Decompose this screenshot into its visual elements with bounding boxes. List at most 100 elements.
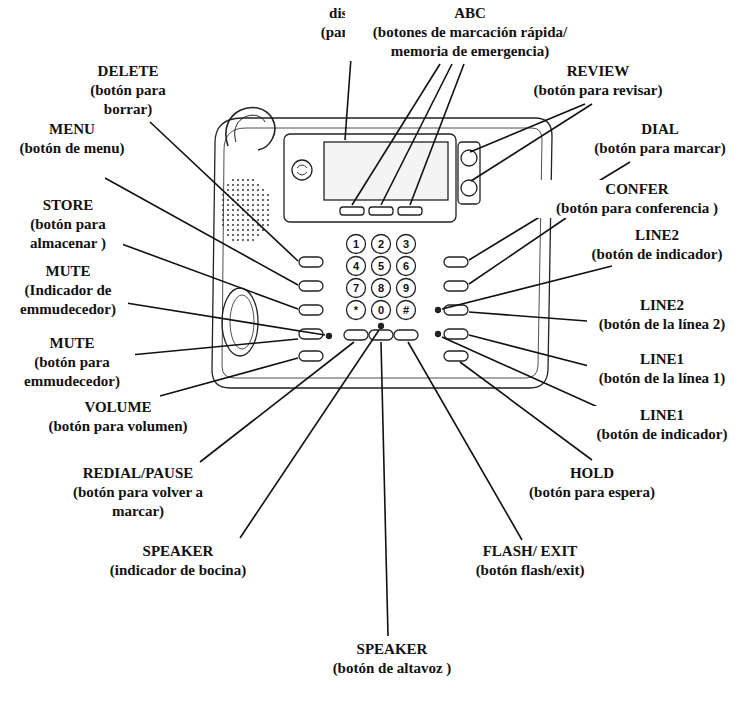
grille-hole (222, 224, 224, 226)
cord-loop (226, 107, 275, 150)
grille-hole (242, 184, 244, 186)
leader-line (381, 342, 388, 636)
leader-line (105, 178, 298, 285)
leader-line (460, 362, 592, 460)
grille-hole (252, 194, 254, 196)
grille-hole (232, 179, 234, 181)
part-description: (botón para volumen) (33, 417, 203, 436)
grille-hole (237, 219, 239, 221)
part-name: SPEAKER (305, 640, 480, 659)
grille-hole (232, 234, 234, 236)
leader-line (471, 104, 592, 181)
grille-hole (252, 234, 254, 236)
grille-hole (237, 189, 239, 191)
function-button (444, 305, 468, 315)
key-digit: # (397, 301, 415, 319)
grille-hole (242, 199, 244, 201)
grille-hole (252, 229, 254, 231)
key-digit: * (347, 301, 365, 319)
part-name: MUTE (10, 334, 135, 353)
grille-hole (257, 229, 259, 231)
key-digit: 4 (347, 257, 365, 275)
leader-line (408, 342, 522, 540)
grille-hole (237, 209, 239, 211)
function-button (444, 257, 468, 267)
indicator-light (327, 334, 332, 339)
grille-hole (247, 234, 249, 236)
cord-loop-inner (235, 115, 265, 142)
keypad-key (372, 235, 391, 254)
grille-hole (257, 204, 259, 206)
key-digit: 1 (347, 235, 365, 253)
leader-line (150, 122, 298, 261)
function-button (299, 257, 323, 267)
grille-hole (237, 194, 239, 196)
grille-hole (247, 209, 249, 211)
grille-hole (247, 229, 249, 231)
grille-hole (247, 189, 249, 191)
indicator-light (436, 332, 441, 337)
leader-line (469, 312, 600, 322)
part-description: (botón de altavoz ) (305, 659, 480, 678)
part-description: (botón flash/exit) (450, 561, 610, 580)
grille-hole (237, 224, 239, 226)
keypad-key (347, 257, 366, 276)
grille-hole (262, 209, 264, 211)
phone-housing (212, 118, 552, 388)
grille-hole (227, 189, 229, 191)
part-name: MUTE (8, 262, 128, 281)
part-name: REVIEW (513, 62, 683, 81)
keypad-key (347, 235, 366, 254)
grille-hole (227, 219, 229, 221)
grille-hole (257, 189, 259, 191)
part-name: HOLD (517, 464, 667, 483)
part-description: (botón para espera) (517, 483, 667, 502)
grille-hole (247, 239, 249, 241)
keypad-key (372, 301, 391, 320)
leader-line (160, 358, 298, 396)
grille-hole (262, 189, 264, 191)
function-button (444, 351, 468, 361)
keypad-key (347, 301, 366, 320)
grille-hole (222, 209, 224, 211)
grille-hole (247, 199, 249, 201)
grille-hole (252, 189, 254, 191)
leader-line (100, 236, 298, 309)
grille-hole (222, 214, 224, 216)
grille-hole (232, 204, 234, 206)
part-name: ABC (345, 4, 595, 23)
grille-hole (232, 194, 234, 196)
phone-body (212, 107, 552, 388)
grille-hole (222, 204, 224, 206)
grille-hole (242, 179, 244, 181)
key-digit: 3 (397, 235, 415, 253)
part-name: LINE2 (587, 296, 737, 315)
grille-hole (232, 229, 234, 231)
grille-hole (237, 239, 239, 241)
function-button (299, 351, 323, 361)
key-digit: 5 (372, 257, 390, 275)
part-description: (indicador de bocina) (91, 561, 266, 580)
grille-hole (232, 209, 234, 211)
review-button (461, 150, 477, 166)
indicator-light (436, 308, 441, 313)
grille-hole (257, 199, 259, 201)
indicator-light (379, 324, 384, 329)
leader-line (120, 302, 325, 335)
grille-hole (237, 199, 239, 201)
review-button (461, 180, 477, 196)
grille-hole (252, 209, 254, 211)
grille-hole (267, 209, 269, 211)
grille-hole (237, 179, 239, 181)
function-button (394, 330, 418, 340)
key-digit: 2 (372, 235, 390, 253)
leader-line (352, 64, 440, 205)
memory-button (340, 207, 364, 215)
grille-hole (252, 199, 254, 201)
grille-hole (227, 184, 229, 186)
keypad-key (397, 235, 416, 254)
grille-hole (257, 234, 259, 236)
keypad-key (372, 279, 391, 298)
leader-line (240, 330, 379, 538)
